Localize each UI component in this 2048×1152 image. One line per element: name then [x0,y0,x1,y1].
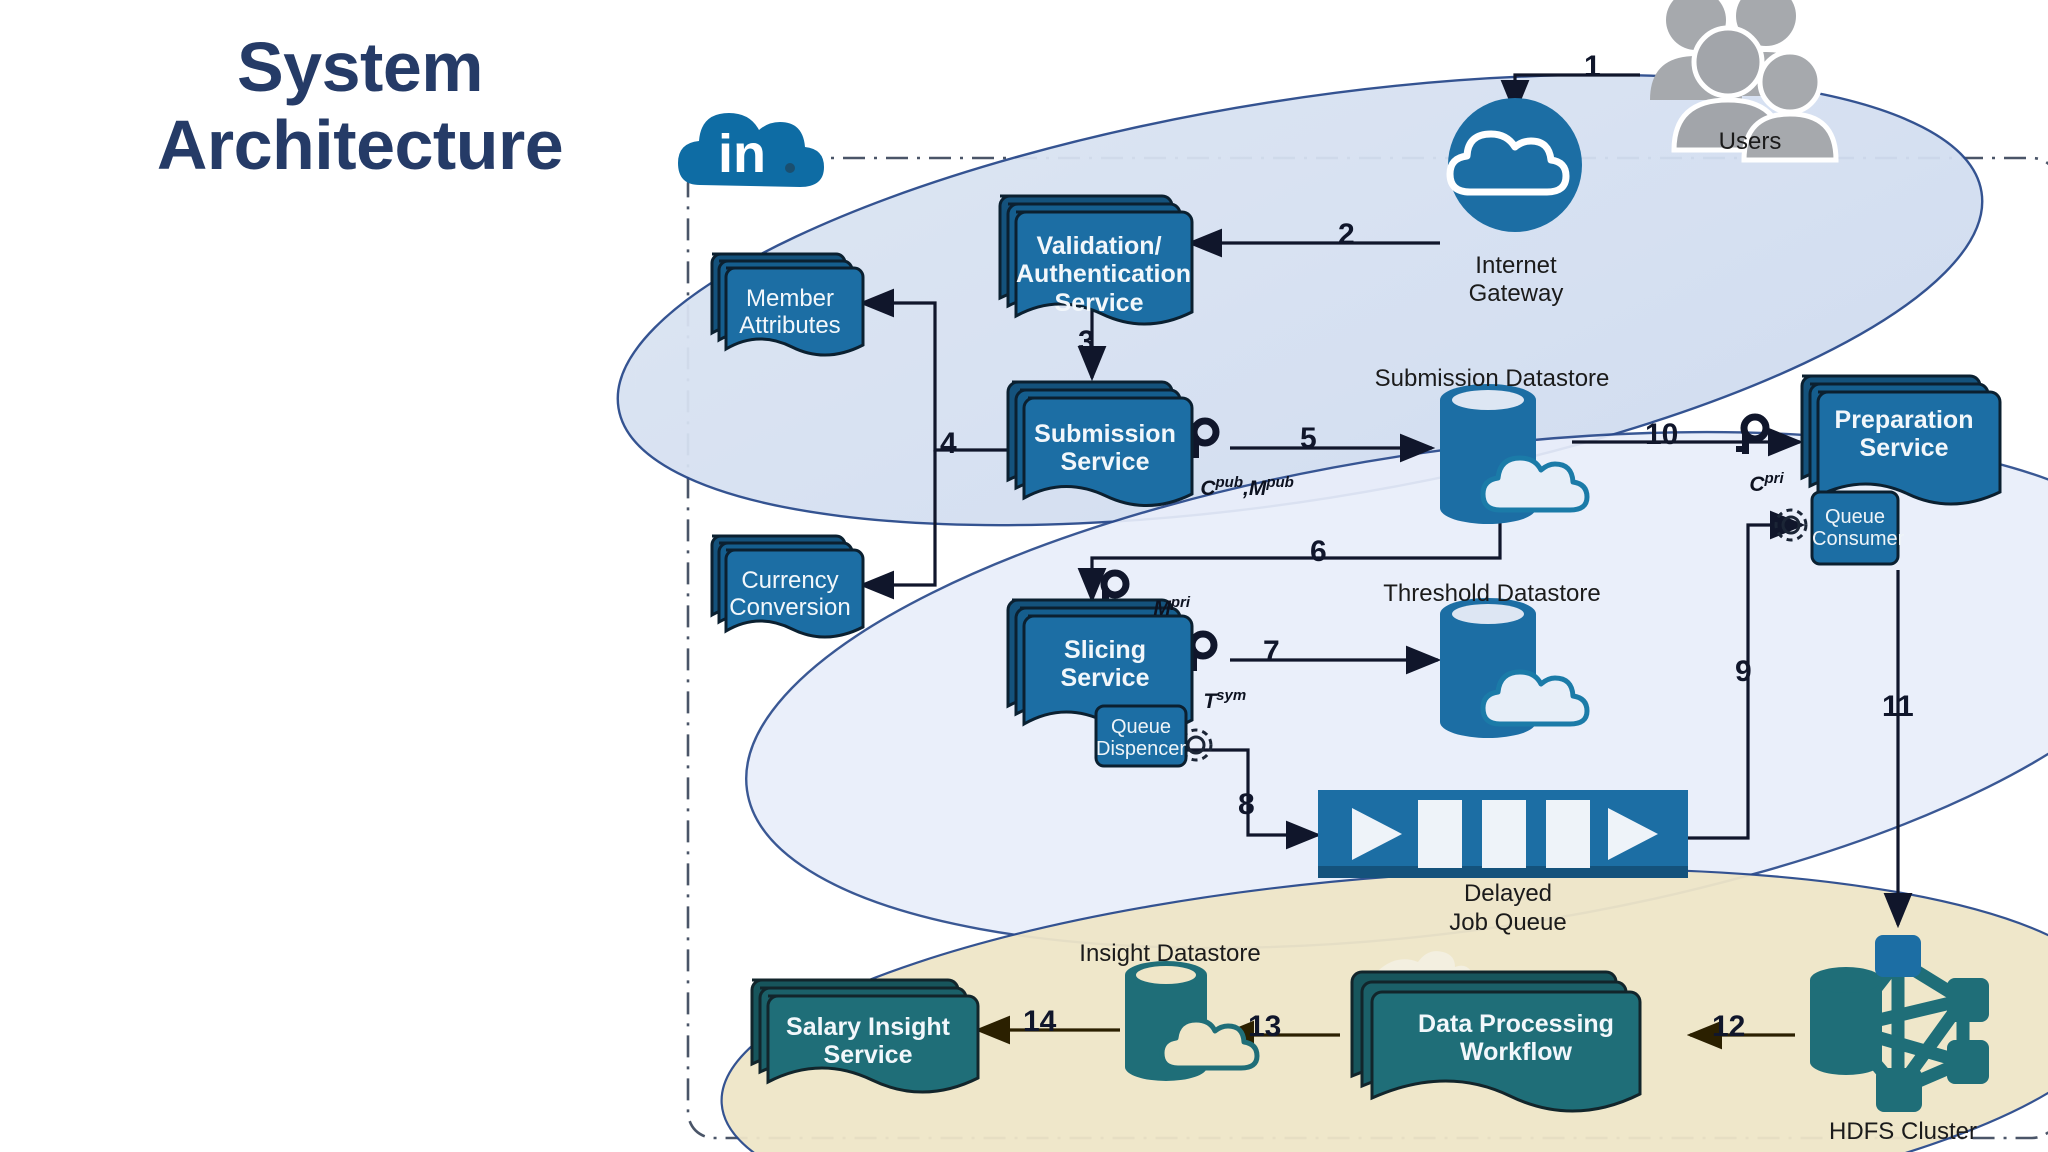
gear-icon-consumer [1774,508,1808,542]
flow-4-path [858,288,1010,452]
svg-text:in: in [718,124,766,184]
threshold-datastore-label: Threshold Datastore [1383,580,1601,607]
service-card-slicing[interactable] [1006,598,1194,768]
flow-number-14: 14 [1023,1005,1057,1038]
service-card-submission[interactable] [1006,380,1194,507]
insight-datastore-label: Insight Datastore [1079,940,1261,967]
cylinder-cloud-datastore-icon-threshold [1440,598,1590,738]
flow-number-4: 4 [940,427,957,460]
flow-number-2: 2 [1338,218,1355,251]
internet-gateway-label: Internet Gateway [1468,252,1564,307]
flow-number-11: 11 [1882,690,1914,723]
linkedin-cloud-logo: in [678,113,824,187]
key-label-cpub-mpub: Cpub,Mpub [1200,474,1294,500]
flow-number-1: 1 [1584,50,1601,83]
service-card-preparation[interactable] [1800,374,2002,566]
flow-8-path [1185,748,1322,850]
service-card-currency-conversion[interactable] [710,534,865,639]
flow-number-3: 3 [1078,325,1095,358]
queue-consumer-box [1810,490,1900,566]
key-label-mpri: Mpri [1153,594,1191,620]
cloud-gateway-icon [1446,98,1582,232]
service-card-member-attributes[interactable] [710,252,865,357]
service-card-data-processing[interactable] [1350,970,1642,1113]
flow-number-9: 9 [1735,655,1752,688]
flow-number-7: 7 [1263,635,1280,668]
flow-number-13: 13 [1248,1010,1282,1043]
queue-consumer-label: Queue Consumer [1812,506,1905,551]
key-label-tsym: Tsym [1203,687,1247,713]
service-card-validation[interactable] [998,194,1194,326]
service-card-salary-insight[interactable] [750,978,980,1094]
cluster-network-icon [1810,935,1989,1112]
queue-dispencer-label: Queue Dispencer [1096,716,1187,761]
key-label-cpri: Cpri [1749,470,1784,496]
flow-number-6: 6 [1310,535,1327,568]
flow-number-12: 12 [1712,1010,1746,1043]
flow-number-10: 10 [1645,418,1679,451]
flow-number-8: 8 [1238,788,1255,821]
cylinder-cloud-datastore-icon-submission [1440,384,1590,524]
delayed-job-queue-label: Delayed Job Queue [1449,880,1567,936]
key-icon-cpri [1736,413,1770,454]
users-group-icon [1650,0,1839,163]
page-title: System Architecture [90,28,630,185]
flow-number-5: 5 [1300,422,1317,455]
flow-4b-path [858,450,937,600]
users-label: Users [1718,128,1782,155]
queue-dispencer-box [1094,704,1188,768]
queue-icon [1318,790,1688,878]
submission-datastore-label: Submission Datastore [1374,365,1610,392]
cylinder-cloud-datastore-icon-insight [1125,961,1260,1081]
page-title-line2: Architecture [156,106,564,185]
hdfs-cluster-label: HDFS Cluster [1828,1118,1978,1145]
page-title-line1: System [236,28,484,106]
flow-6-path [1077,520,1502,604]
